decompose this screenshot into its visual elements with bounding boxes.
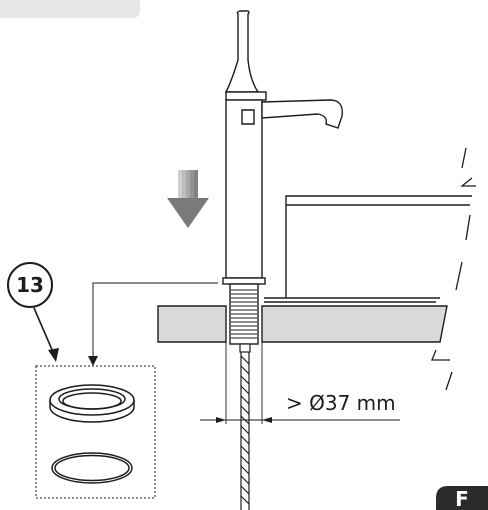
hole-diameter-dimension [200,342,400,424]
shank-threads [231,289,257,339]
leader-line [92,282,218,358]
basin [264,195,472,303]
callout-arrow [33,307,59,362]
leader-arrowhead [88,356,98,366]
part-number: 13 [16,273,44,297]
flange-washer [49,384,135,423]
dimension-arrow-left [216,417,226,423]
flexible-hose [240,352,250,510]
page-badge: F [436,486,488,510]
page-badge-letter: F [455,487,469,510]
parts-detail-box [35,365,156,499]
countertop [157,305,448,343]
dimension-arrow-right [262,417,272,423]
o-ring-gasket [51,452,133,484]
break-marks [431,147,476,391]
header-tab [0,0,140,18]
hose-fitting [239,343,251,353]
insert-direction-arrow [167,170,209,228]
hole-diameter-label: > Ø37 mm [286,391,396,415]
part-callout: 13 [7,262,53,308]
